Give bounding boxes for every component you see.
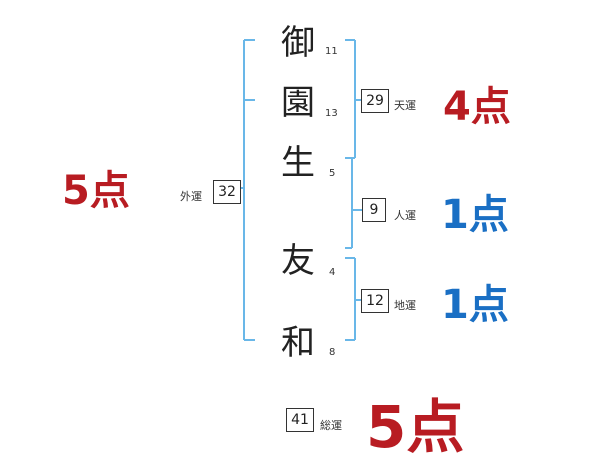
total-label: 総運 xyxy=(320,419,342,432)
total-value-box: 41 xyxy=(286,408,314,432)
earth-label: 地運 xyxy=(394,299,416,312)
outer-label: 外運 xyxy=(180,190,202,203)
person-value-box: 9 xyxy=(362,198,386,222)
earth-value-box: 12 xyxy=(361,289,389,313)
stroke-count-1: 11 xyxy=(325,46,338,57)
heaven-value-box: 29 xyxy=(361,89,389,113)
heaven-label: 天運 xyxy=(394,99,416,112)
outer-value-box: 32 xyxy=(213,180,241,204)
stroke-count-3: 5 xyxy=(329,168,336,179)
earth-score: 1点 xyxy=(441,282,509,328)
name-char-3: 生 xyxy=(281,143,315,183)
outer-score: 5点 xyxy=(62,168,130,214)
name-char-4: 友 xyxy=(281,241,315,281)
stroke-count-5: 8 xyxy=(329,347,336,358)
name-char-2: 園 xyxy=(281,83,315,123)
name-char-1: 御 xyxy=(281,23,315,63)
total-score: 5点 xyxy=(366,393,465,461)
stroke-count-4: 4 xyxy=(329,267,336,278)
name-char-5: 和 xyxy=(281,323,315,363)
person-score: 1点 xyxy=(441,192,509,238)
person-label: 人運 xyxy=(394,209,416,222)
heaven-score: 4点 xyxy=(443,84,511,130)
stroke-count-2: 13 xyxy=(325,108,338,119)
